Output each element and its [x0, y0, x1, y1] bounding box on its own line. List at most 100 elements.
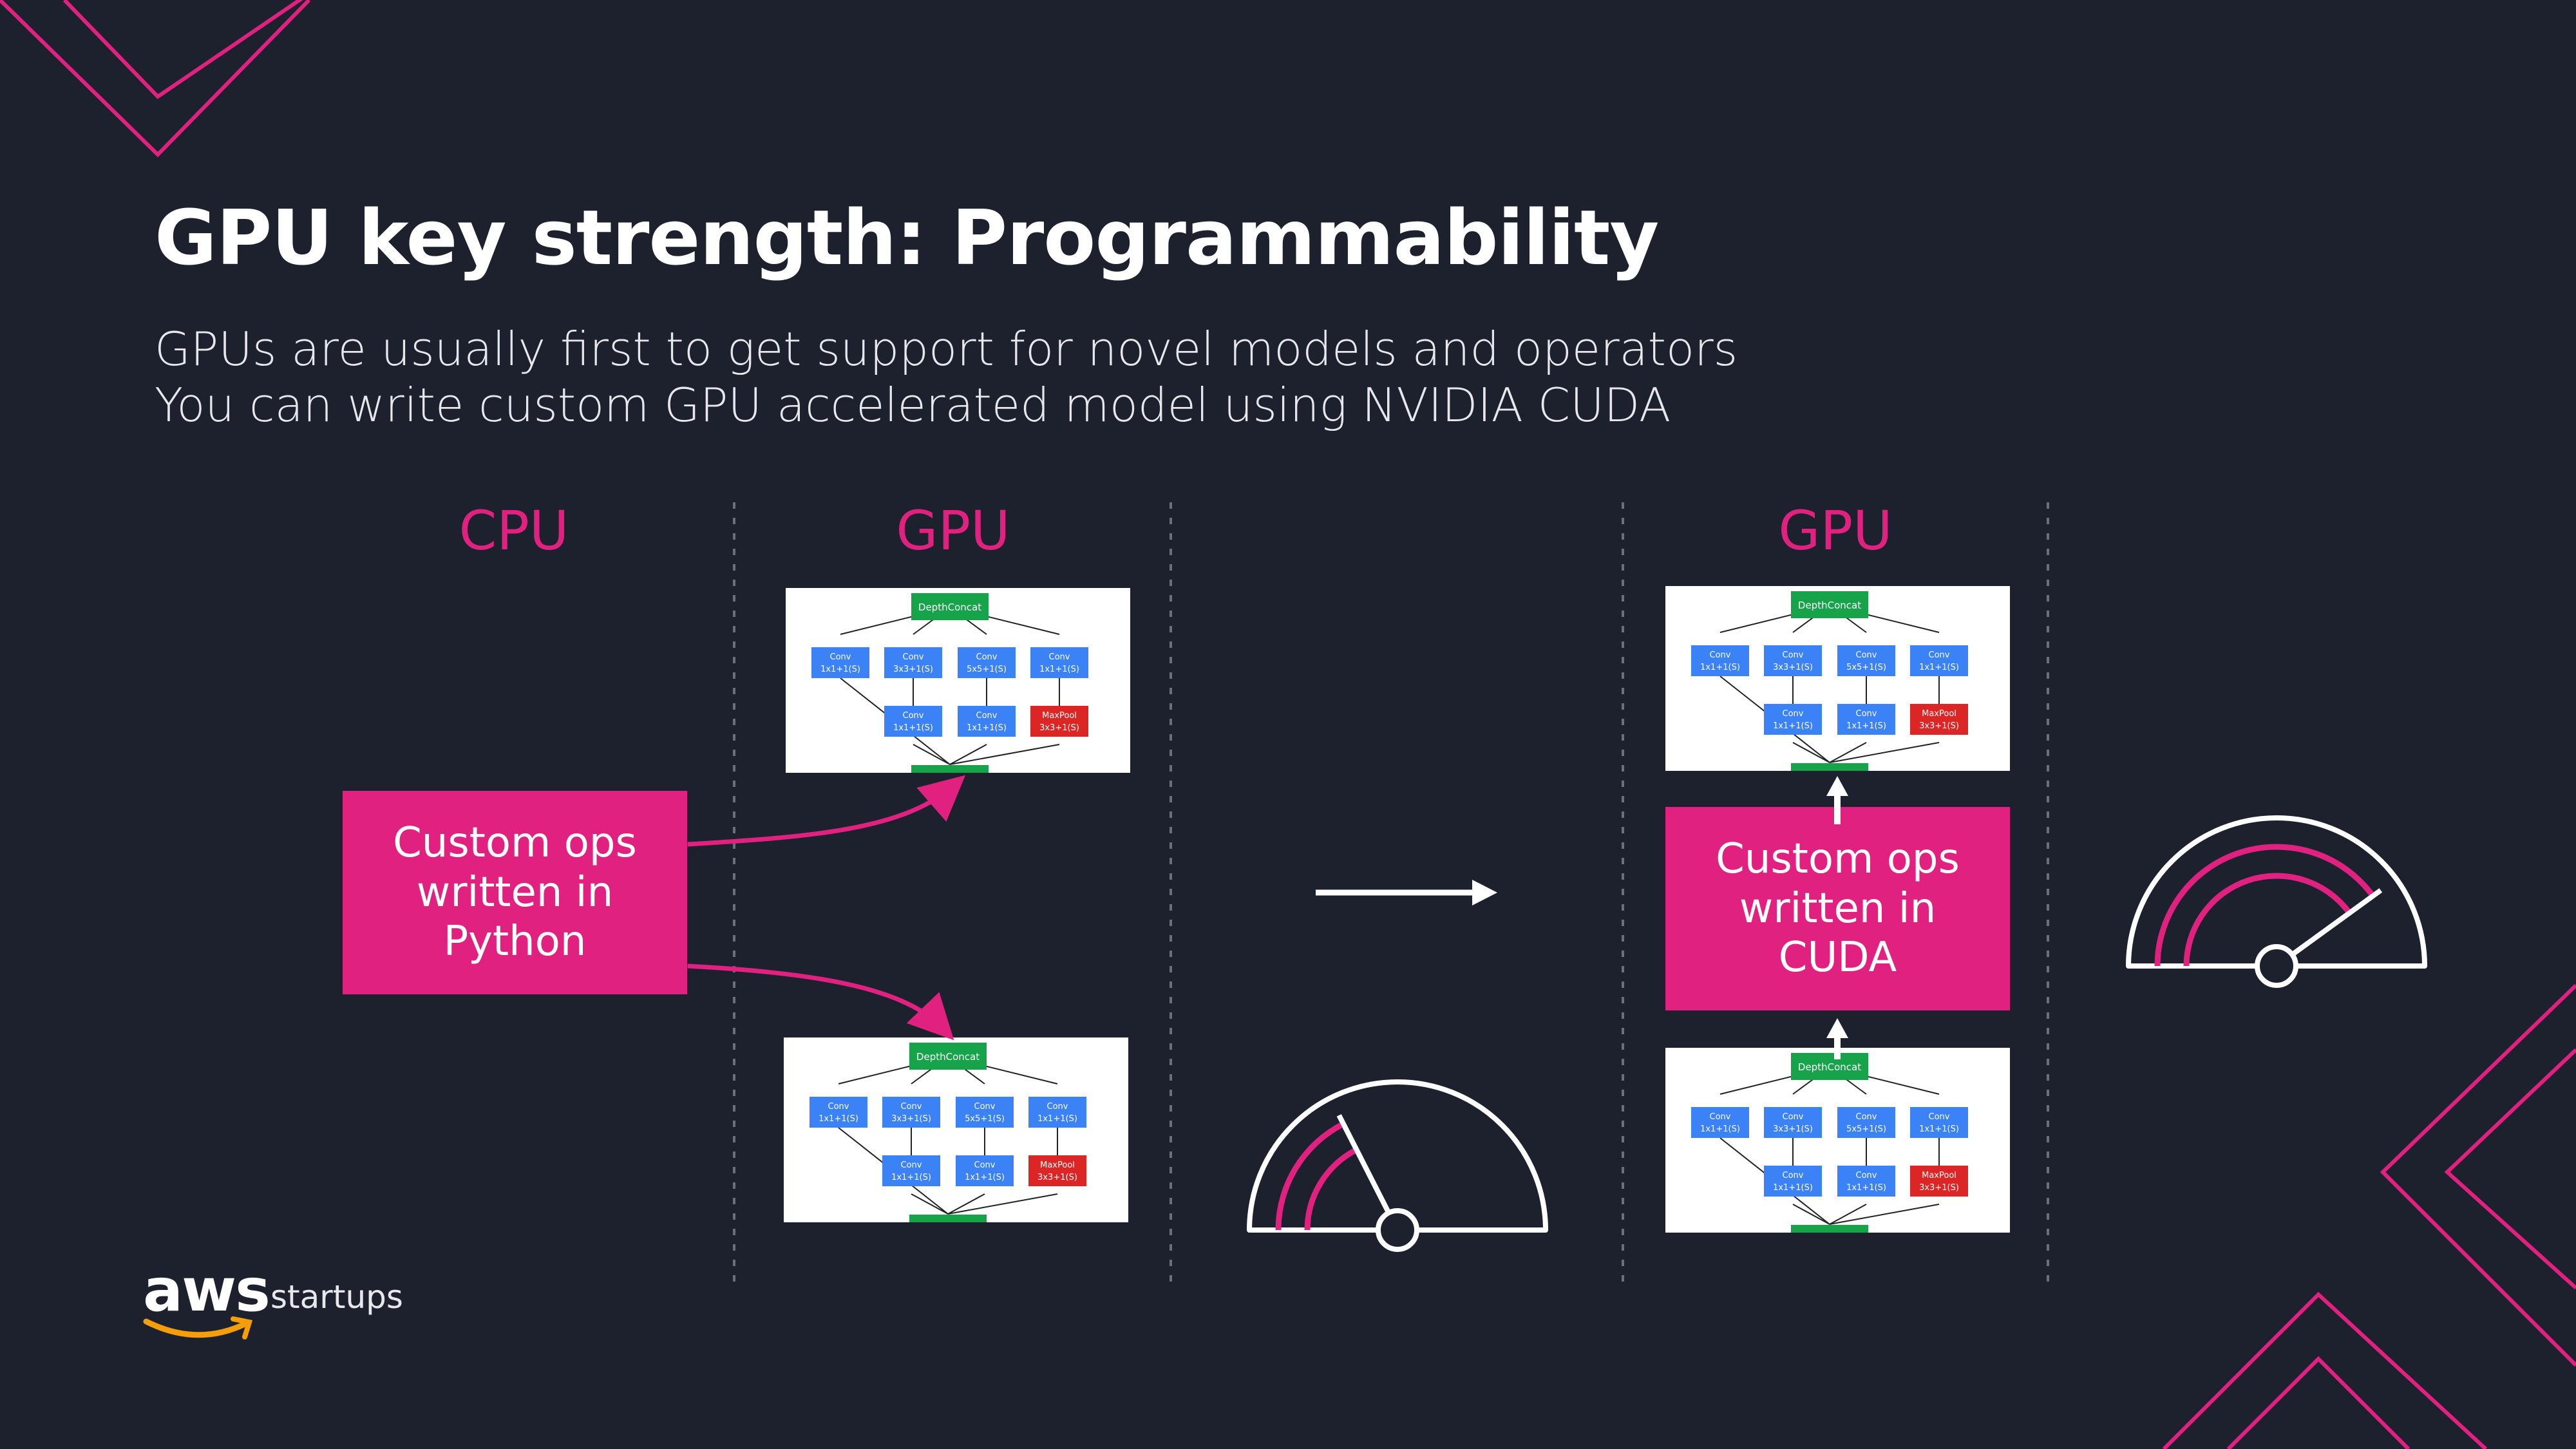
- layer-node: [1910, 1107, 1968, 1138]
- layer-node: [1910, 645, 1968, 676]
- aws-logo: aws: [143, 1256, 270, 1325]
- inception-module-svg: DepthConcatConv1x1+1(S)Conv3x3+1(S)Conv5…: [811, 593, 1088, 774]
- speed-gauge-slow: [1247, 1079, 1548, 1252]
- svg-text:1x1+1(S): 1x1+1(S): [1846, 721, 1886, 731]
- depthconcat-node: [1791, 1053, 1868, 1080]
- layer-node: [1764, 1107, 1822, 1138]
- layer-node: [1910, 1166, 1968, 1197]
- svg-text:MaxPool: MaxPool: [1922, 1171, 1956, 1180]
- svg-text:Conv: Conv: [1049, 652, 1070, 662]
- gpu-column-label-left: GPU: [896, 499, 1010, 562]
- cuda-custom-ops-box: Custom ops written in CUDA: [1665, 807, 2010, 1010]
- layer-node: [884, 647, 942, 678]
- svg-text:Conv: Conv: [1929, 650, 1950, 660]
- svg-text:Conv: Conv: [976, 652, 998, 662]
- layer-node: [1910, 704, 1968, 735]
- svg-text:3x3+1(S): 3x3+1(S): [1773, 663, 1813, 672]
- svg-text:1x1+1(S): 1x1+1(S): [891, 1173, 931, 1182]
- layer-node: [882, 1155, 940, 1186]
- svg-text:Conv: Conv: [974, 1102, 996, 1112]
- svg-text:Conv: Conv: [1710, 650, 1731, 660]
- svg-text:1x1+1(S): 1x1+1(S): [1919, 1124, 1959, 1134]
- aws-smile-icon: [143, 1316, 253, 1340]
- layer-node: [1028, 1155, 1086, 1186]
- svg-text:1x1+1(S): 1x1+1(S): [967, 723, 1007, 733]
- python-to-gpu-bottom-arrow: [687, 963, 954, 1041]
- svg-text:Conv: Conv: [901, 1160, 922, 1170]
- cuda-box-line-1: Custom ops: [1716, 835, 1960, 883]
- gpu-column-label-right: GPU: [1778, 499, 1893, 562]
- svg-text:3x3+1(S): 3x3+1(S): [891, 1114, 931, 1124]
- layer-node: [1030, 647, 1088, 678]
- svg-text:Conv: Conv: [1783, 1112, 1804, 1122]
- startups-tagline: startups: [270, 1278, 403, 1316]
- layer-node: [1837, 1166, 1895, 1197]
- layer-node: [1764, 1166, 1822, 1197]
- svg-text:Conv: Conv: [830, 652, 851, 662]
- layer-node: [1837, 1107, 1895, 1138]
- svg-text:1x1+1(S): 1x1+1(S): [1773, 1183, 1813, 1193]
- layer-node: [1691, 1107, 1749, 1138]
- python-custom-ops-box: Custom ops written in Python: [343, 791, 687, 994]
- svg-text:Conv: Conv: [1929, 1112, 1950, 1122]
- cpu-column-label: CPU: [459, 499, 569, 562]
- svg-text:Conv: Conv: [901, 1102, 922, 1112]
- svg-text:MaxPool: MaxPool: [1922, 709, 1956, 719]
- svg-text:Conv: Conv: [1856, 709, 1877, 719]
- svg-text:3x3+1(S): 3x3+1(S): [1919, 721, 1959, 731]
- corner-decoration-top-left: [0, 0, 311, 158]
- layer-node: [810, 1097, 867, 1128]
- svg-text:3x3+1(S): 3x3+1(S): [1919, 1183, 1959, 1193]
- cuda-box-line-2: written in: [1739, 884, 1937, 933]
- svg-text:1x1+1(S): 1x1+1(S): [965, 1173, 1005, 1182]
- slide-title: GPU key strength: Programmability: [155, 193, 1659, 282]
- transition-arrow: [1316, 880, 1497, 905]
- svg-text:3x3+1(S): 3x3+1(S): [1039, 723, 1079, 733]
- layer-node: [958, 647, 1016, 678]
- svg-text:DepthConcat: DepthConcat: [1798, 1061, 1861, 1073]
- svg-text:Conv: Conv: [1710, 1112, 1731, 1122]
- svg-text:5x5+1(S): 5x5+1(S): [1846, 1124, 1886, 1134]
- layer-node: [1030, 706, 1088, 737]
- corner-decoration-bottom-right: [2162, 983, 2576, 1449]
- cuda-up-arrow-top: [1826, 776, 1848, 824]
- svg-text:Conv: Conv: [974, 1160, 996, 1170]
- python-to-gpu-top-arrow: [687, 775, 966, 847]
- speed-gauge-fast: [2126, 815, 2427, 988]
- python-box-line-3: Python: [443, 918, 587, 966]
- cuda-box-line-3: CUDA: [1778, 934, 1897, 982]
- layer-node: [1837, 645, 1895, 676]
- layer-node: [958, 706, 1016, 737]
- svg-text:Conv: Conv: [1783, 709, 1804, 719]
- python-box-line-1: Custom ops: [393, 819, 637, 867]
- layer-node: [1764, 645, 1822, 676]
- layer-node: [956, 1097, 1014, 1128]
- layer-node: [811, 647, 869, 678]
- svg-text:DepthConcat: DepthConcat: [1798, 600, 1861, 611]
- column-dividers: [733, 502, 2049, 1282]
- layer-node: [1028, 1097, 1086, 1128]
- svg-text:5x5+1(S): 5x5+1(S): [965, 1114, 1005, 1124]
- svg-text:Conv: Conv: [1856, 1112, 1877, 1122]
- svg-text:Conv: Conv: [1783, 1171, 1804, 1180]
- svg-text:3x3+1(S): 3x3+1(S): [893, 665, 933, 674]
- layer-node: [882, 1097, 940, 1128]
- layer-node: [884, 706, 942, 737]
- svg-text:1x1+1(S): 1x1+1(S): [1773, 721, 1813, 731]
- svg-text:Conv: Conv: [1783, 650, 1804, 660]
- svg-text:1x1+1(S): 1x1+1(S): [1700, 1124, 1740, 1134]
- svg-text:DepthConcat: DepthConcat: [916, 1051, 980, 1063]
- subtitle-line-1: GPUs are usually first to get support fo…: [155, 322, 1738, 376]
- svg-text:Conv: Conv: [828, 1102, 849, 1112]
- svg-text:Conv: Conv: [1047, 1102, 1068, 1112]
- svg-text:Conv: Conv: [976, 711, 998, 721]
- depthconcat-node: [911, 593, 989, 620]
- subtitle-line-2: You can write custom GPU accelerated mod…: [155, 378, 1671, 432]
- layer-node: [956, 1155, 1014, 1186]
- svg-text:Conv: Conv: [1856, 1171, 1877, 1180]
